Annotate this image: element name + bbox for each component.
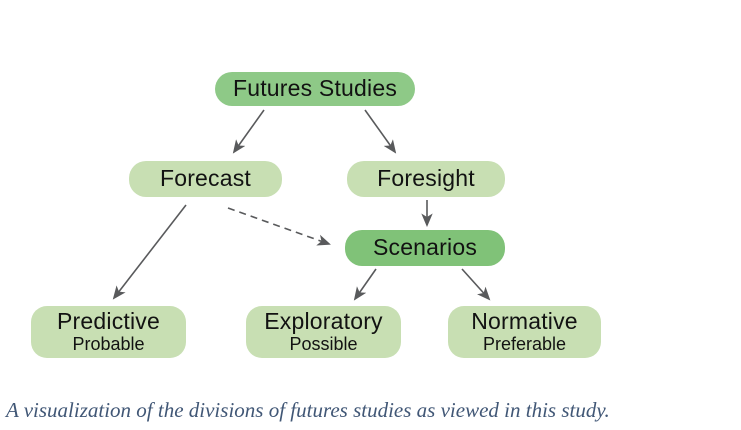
figure-caption: A visualization of the divisions of futu… <box>6 398 610 422</box>
node-normative: Normative Preferable <box>448 306 601 358</box>
node-exploratory-sublabel: Possible <box>289 334 358 355</box>
node-exploratory: Exploratory Possible <box>246 306 401 358</box>
node-scenarios: Scenarios <box>345 230 505 266</box>
edge-futures-to-forecast <box>232 109 265 154</box>
node-predictive-sublabel: Probable <box>72 334 145 355</box>
edge-futures-to-foresight <box>364 109 397 154</box>
node-foresight: Foresight <box>347 161 505 197</box>
node-foresight-label: Foresight <box>377 165 475 192</box>
node-normative-label: Normative <box>471 307 578 334</box>
node-scenarios-label: Scenarios <box>372 234 478 261</box>
node-forecast-label: Forecast <box>159 165 252 192</box>
node-normative-sublabel: Preferable <box>482 334 567 355</box>
edge-forecast-to-predictive <box>112 204 187 300</box>
node-predictive: Predictive Probable <box>31 306 186 358</box>
node-futures-studies: Futures Studies <box>215 72 415 106</box>
node-forecast: Forecast <box>129 161 282 197</box>
edge-forecast-to-scenarios-dashed <box>227 207 331 246</box>
node-futures-studies-label: Futures Studies <box>232 75 398 102</box>
node-exploratory-label: Exploratory <box>264 307 383 334</box>
node-predictive-label: Predictive <box>57 307 160 334</box>
edge-scenarios-to-exploratory <box>353 268 377 301</box>
edge-scenarios-to-normative <box>461 268 491 301</box>
